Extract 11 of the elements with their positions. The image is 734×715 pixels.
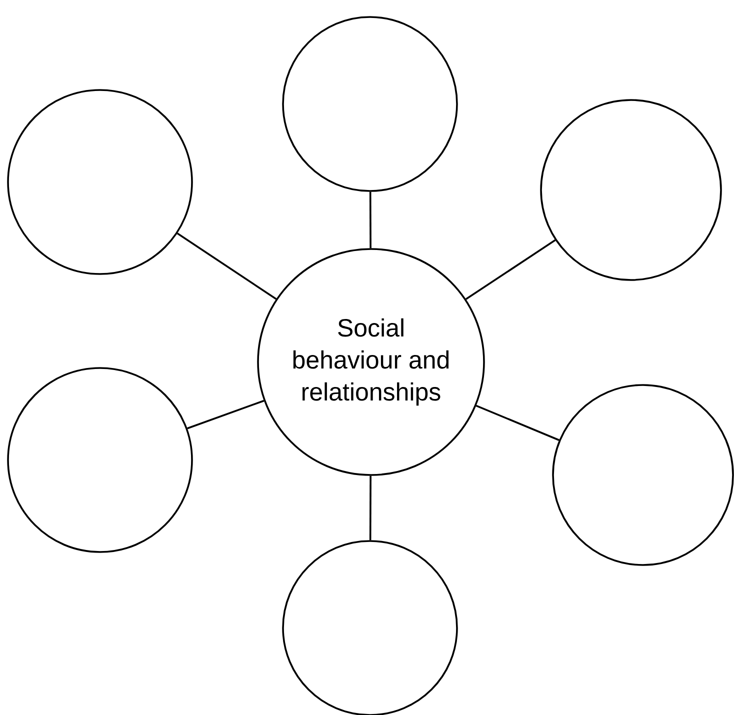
empty-circle [282, 16, 458, 192]
connector-line [369, 192, 372, 248]
empty-circle [7, 367, 193, 553]
empty-circle [7, 89, 193, 275]
empty-circle [552, 384, 734, 566]
connector-line [176, 232, 277, 300]
empty-circle [540, 99, 722, 281]
connector-line [476, 404, 560, 441]
connector-line [187, 400, 264, 430]
connector-line [466, 239, 556, 300]
connector-line [369, 476, 372, 540]
